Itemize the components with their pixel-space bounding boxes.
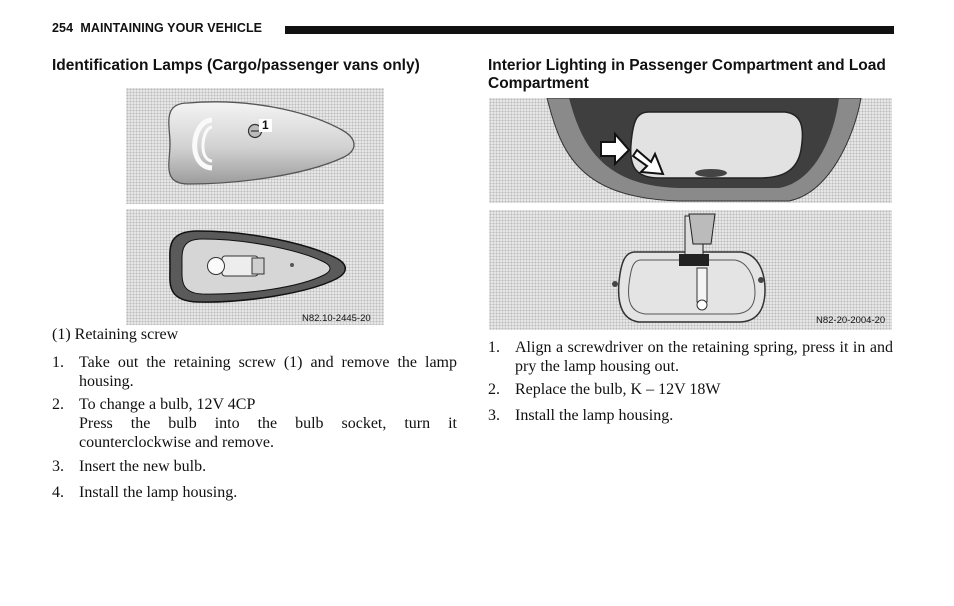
page-header: 254 MAINTAINING YOUR VEHICLE [52, 21, 894, 39]
step-text: To change a bulb, 12V 4CP [79, 396, 256, 413]
right-figure-code: N82-20-2004-20 [816, 315, 886, 326]
retaining-screw-caption: (1) Retaining screw [52, 326, 179, 343]
interior-lamp-bulb-illustration: N82-20-2004-20 [489, 210, 892, 330]
section-title: MAINTAINING YOUR VEHICLE [80, 21, 263, 35]
list-item: 4. Install the lamp housing. [52, 484, 238, 501]
step-detail: Press the bulb into the bulb socket, tur… [79, 415, 457, 451]
list-item: 1. Align a screwdriver on the retaining … [488, 339, 893, 375]
page-number: 254 [52, 21, 74, 35]
lamp-housing-illustration: 1 [126, 88, 384, 204]
header-rule [285, 26, 894, 34]
right-steps-list: 1. Align a screwdriver on the retaining … [488, 338, 893, 425]
list-item: 2. To change a bulb, 12V 4CP Press the b… [52, 396, 457, 451]
left-column: Identification Lamps (Cargo/passenger va… [52, 57, 457, 75]
left-steps-list: 1. Take out the retaining screw (1) and … [52, 353, 457, 502]
step-text: Install the lamp housing. [515, 407, 674, 424]
right-section-title: Interior Lighting in Passenger Compartme… [488, 57, 886, 92]
bulb-socket-illustration: N82.10-2445-20 [126, 209, 384, 325]
step-text: Take out the retaining screw (1) and rem… [79, 354, 457, 390]
screw-callout-number: 1 [262, 118, 269, 132]
header-text: 254 MAINTAINING YOUR VEHICLE [52, 21, 262, 35]
ceiling-lamp-illustration [489, 98, 892, 203]
left-figure-code: N82.10-2445-20 [302, 313, 371, 324]
step-text: Install the lamp housing. [79, 484, 238, 501]
list-item: 3. Install the lamp housing. [488, 407, 674, 424]
right-column: Interior Lighting in Passenger Compartme… [488, 57, 893, 92]
step-text: Replace the bulb, K – 12V 18W [515, 381, 721, 398]
list-item: 3. Insert the new bulb. [52, 458, 207, 475]
left-section-title: Identification Lamps (Cargo/passenger va… [52, 57, 420, 74]
list-item: 1. Take out the retaining screw (1) and … [52, 354, 457, 390]
list-item: 2. Replace the bulb, K – 12V 18W [488, 381, 721, 398]
step-text: Insert the new bulb. [79, 458, 207, 475]
step-text: Align a screwdriver on the retaining spr… [515, 339, 893, 375]
